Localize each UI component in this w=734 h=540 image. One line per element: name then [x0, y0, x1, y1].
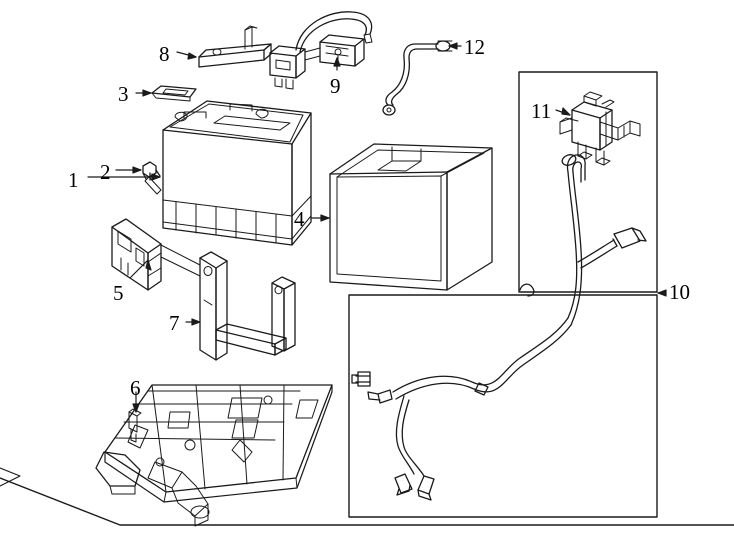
- callout-10[interactable]: 10: [669, 280, 690, 304]
- hold-down-bracket-5: [111, 218, 201, 291]
- bolt-2: [142, 161, 162, 195]
- callout-11[interactable]: 11: [531, 99, 552, 123]
- callout-3[interactable]: 3: [118, 82, 129, 106]
- battery-cover-3: [151, 85, 197, 102]
- callout-6[interactable]: 6: [130, 376, 141, 400]
- callout-2[interactable]: 2: [100, 160, 111, 184]
- leader-lines: [87, 42, 667, 413]
- callout-5[interactable]: 5: [113, 281, 124, 305]
- callout-8[interactable]: 8: [159, 42, 170, 66]
- tray-support-7: [199, 251, 296, 361]
- callout-1[interactable]: 1: [68, 168, 79, 192]
- ground-line: [0, 467, 734, 526]
- callout-12[interactable]: 12: [464, 35, 485, 59]
- cable-bracket-8: [198, 25, 272, 68]
- positive-cable-9: [269, 11, 373, 90]
- callout-4[interactable]: 4: [294, 207, 305, 231]
- battery-box-4: [329, 143, 493, 291]
- battery-1: [162, 100, 312, 246]
- fuse-bracket-11: [518, 71, 658, 293]
- callout-9[interactable]: 9: [330, 74, 341, 98]
- callout-7[interactable]: 7: [169, 311, 180, 335]
- battery-tray-6: [95, 384, 333, 527]
- negative-cable-12: [382, 40, 453, 116]
- harness-box-10: [348, 154, 658, 518]
